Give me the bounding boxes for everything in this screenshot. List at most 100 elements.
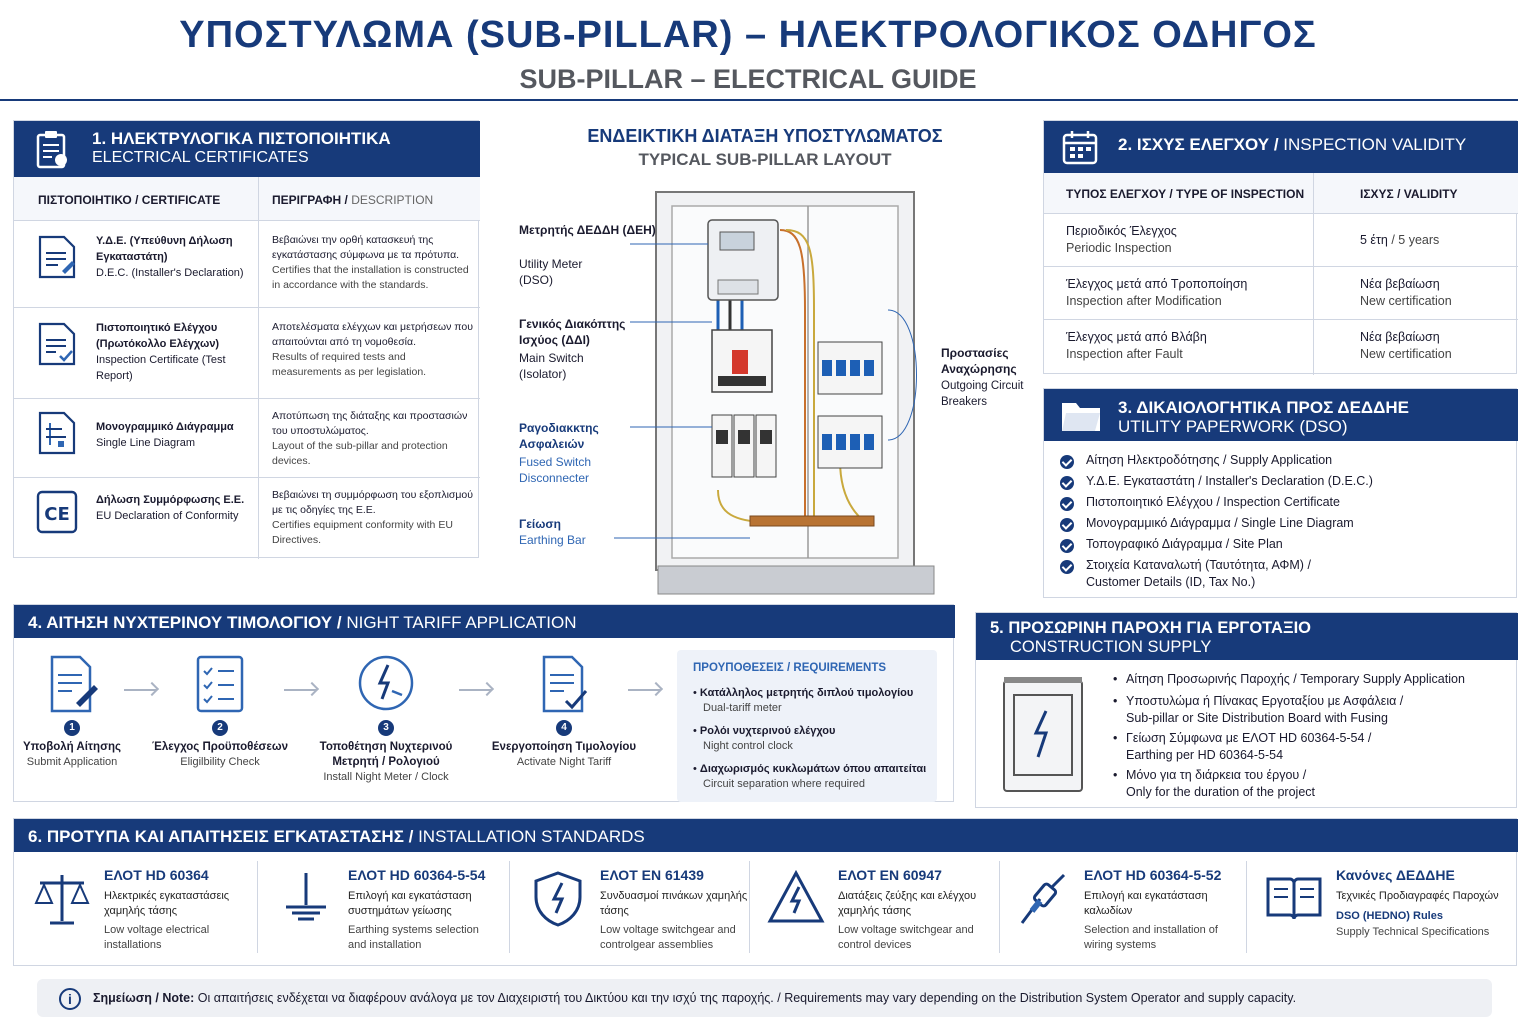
step-number: 4	[556, 720, 572, 736]
section-night-tariff-title-en: NIGHT TARIFF APPLICATION	[341, 613, 577, 632]
requirement-en: Circuit separation where required	[703, 778, 866, 790]
table-row: Πιστοποιητικό Ελέγχου (Πρωτόκολλο Ελέγχω…	[14, 308, 480, 399]
step-1: 1 Υποβολή Αίτησης Submit Application	[0, 653, 152, 770]
shield-bolt-icon	[534, 871, 582, 927]
col-description-en: DESCRIPTION	[347, 193, 434, 207]
requirements-title-gr: ΠΡΟΥΠΟΘΕΣΕΙΣ /	[693, 662, 791, 674]
cable-icon	[1020, 873, 1066, 924]
cert-name-gr: Μονογραμμικό Διάγραμμα	[96, 421, 234, 433]
standards-separator	[749, 861, 750, 953]
cert-name-gr: Υ.Δ.Ε. (Υπεύθυνη Δήλωση Εγκαταστάτη)	[96, 235, 233, 263]
col-description-gr: ΠΕΡΙΓΡΑΦΗ /	[272, 193, 348, 207]
layout-subtitle: TYPICAL SUB-PILLAR LAYOUT	[638, 150, 892, 169]
earth-icon	[286, 873, 326, 921]
section-construction-header: 5. ΠΡΟΣΩΡΙΝΗ ΠΑΡΟΧΗ ΓΙΑ ΕΡΓΟΤΑΞΙΟ CONSTR…	[976, 613, 1518, 660]
requirements-box: ΠΡΟΥΠΟΘΕΣΕΙΣ / REQUIREMENTS • Κατάλληλος…	[677, 650, 937, 802]
arrow-right-icon	[124, 689, 156, 691]
standard-desc-gr: Συνδυασμοί πινάκων χαμηλής τάσης	[600, 890, 748, 917]
col-description: ΠΕΡΙΓΡΑΦΗ / DESCRIPTION	[272, 193, 433, 207]
section-construction-supply: 5. ΠΡΟΣΩΡΙΝΗ ΠΑΡΟΧΗ ΓΙΑ ΕΡΓΟΤΑΞΙΟ CONSTR…	[975, 612, 1518, 808]
table-separator	[1313, 173, 1314, 375]
label-meter-gr: Μετρητής ΔΕΔΔΗ (ΔΕΗ)	[519, 223, 656, 237]
document-check-icon	[38, 322, 76, 366]
construction-item: Υποστυλώμα ή Πίνακας Εργοταξίου με Ασφάλ…	[1113, 693, 1404, 727]
paperwork-item: Τοπογραφικό Διάγραμμα / Site Plan	[1086, 537, 1283, 551]
standard-code: ΕΛΟΤ HD 60364-5-54	[348, 867, 486, 883]
step-label-en: Eligilbility Check	[180, 756, 260, 768]
inspection-type-en: Inspection after Modification	[1066, 294, 1222, 308]
book-icon	[1266, 877, 1322, 920]
label-main-switch-gr: Γενικός Διακόπτης Ισχύος (ΔΔΙ)	[519, 317, 626, 347]
col-inspection-type: ΤΥΠΟΣ ΕΛΕΓΧΟΥ / TYPE OF INSPECTION	[1066, 187, 1305, 201]
label-fuse-en: Fused Switch Disconnecter	[519, 455, 592, 485]
requirements-title-en: REQUIREMENTS	[790, 662, 887, 674]
cert-name: Υ.Δ.Ε. (Υπεύθυνη Δήλωση Εγκαταστάτη)D.E.…	[96, 233, 256, 281]
section-inspection-title: 2. ΙΣΧΥΣ ΕΛΕΓΧΟΥ /	[1118, 135, 1279, 154]
section-installation-standards: 6. ΠΡΟΤΥΠΑ ΚΑΙ ΑΠΑΙΤΗΣΕΙΣ ΕΓΚΑΤΑΣΤΑΣΗΣ /…	[13, 818, 1518, 966]
inspection-type-gr: Περιοδικός Έλεγχος	[1066, 224, 1177, 238]
outgoing-breakers	[817, 341, 883, 469]
cert-name: Πιστοποιητικό Ελέγχου (Πρωτόκολλο Ελέγχω…	[96, 320, 256, 384]
validity-en: New certification	[1360, 294, 1452, 308]
footer-note: Σημείωση / Note: Οι απαιτήσεις ενδέχεται…	[37, 979, 1492, 1017]
cert-desc-en: Certifies equipment conformity with EU D…	[272, 519, 453, 546]
check-icon	[1060, 539, 1074, 553]
construction-item-line1: Αίτηση Προσωρινής Παροχής / Temporary Su…	[1126, 672, 1465, 686]
standard-code: Κανόνες ΔΕΔΔΗΕ	[1336, 867, 1455, 883]
calendar-icon	[1062, 131, 1098, 165]
step-number: 3	[378, 720, 394, 736]
section-night-tariff: 4. ΑΙΤΗΣΗ ΝΥΧΤΕΡΙΝΟΥ ΤΙΜΟΛΟΓΙΟΥ / NIGHT …	[13, 604, 955, 802]
sub-pillar-illustration	[614, 191, 935, 595]
step-label-gr: Υποβολή Αίτησης	[23, 741, 121, 753]
cert-name-gr: Δήλωση Συμμόρφωσης Ε.Ε.	[96, 494, 245, 506]
paperwork-item: Πιστοποιητικό Ελέγχου / Inspection Certi…	[1086, 495, 1340, 509]
standard-desc-en: Low voltage electrical installations	[104, 924, 210, 951]
note-text: Οι απαιτήσεις ενδέχεται να διαφέρουν ανά…	[194, 991, 1297, 1005]
label-protection-gr: Προστασίες Αναχώρησης	[941, 346, 1017, 376]
check-icon	[1060, 476, 1074, 490]
paperwork-item: Στοιχεία Καταναλωτή (Ταυτότητα, ΑΦΜ) /	[1086, 558, 1311, 572]
step-label-gr: Τοποθέτηση Νυχτερινού Μετρητή / Ρολογιού	[319, 741, 453, 768]
check-icon	[1060, 518, 1074, 532]
validity-en: New certification	[1360, 347, 1452, 361]
table-row: CE Δήλωση Συμμόρφωσης Ε.Ε. EU Declaration…	[14, 478, 480, 559]
cert-desc-gr: Αποτύπωση της διάταξης και προστασιών το…	[272, 410, 468, 437]
document-pen-icon	[50, 655, 98, 713]
section-paperwork-header: 3. ΔΙΚΑΙΟΛΟΓΗΤΙΚΑ ΠΡΟΣ ΔΕΔΔΗΕ UTILITY PA…	[1044, 389, 1518, 441]
standards-separator	[257, 861, 258, 953]
arrow-right-icon	[628, 689, 660, 691]
section-night-tariff-header: 4. ΑΙΤΗΣΗ ΝΥΧΤΕΡΙΝΟΥ ΤΙΜΟΛΟΓΙΟΥ / NIGHT …	[14, 605, 955, 638]
cert-name-en: Single Line Diagram	[96, 437, 196, 449]
checklist-icon	[196, 655, 244, 713]
svg-text:CE: CE	[44, 504, 70, 525]
construction-item: Μόνο για τη διάρκεια του έργου /Only for…	[1113, 767, 1315, 801]
construction-item-line1: Υποστυλώμα ή Πίνακας Εργοταξίου με Ασφάλ…	[1126, 694, 1404, 708]
cert-name-en: EU Declaration of Conformity	[96, 510, 239, 522]
standard-desc-en: Low voltage switchgear and controlgear a…	[600, 924, 736, 951]
label-fuse-gr: Ραγοδιακκτης Ασφαλειών	[519, 421, 599, 451]
paperwork-item: Υ.Δ.Ε. Εγκαταστάτη / Installer's Declara…	[1086, 474, 1373, 488]
section-certificates-title: 1. ΗΛΕΚΤΡΥΛΟΓΙΚΑ ΠΙΣΤΟΠΟΙΗΤΙΚΑ	[92, 129, 391, 148]
requirement-gr: Ρολόι νυχτερινού ελέγχου	[699, 725, 836, 737]
section-construction-subtitle: CONSTRUCTION SUPPLY	[1010, 638, 1212, 656]
validity-en: / 5 years	[1387, 233, 1440, 247]
label-earthing-en: Earthing Bar	[519, 533, 586, 547]
single-line-diagram-icon	[38, 411, 76, 455]
section-certificates-subtitle: ELECTRICAL CERTIFICATES	[92, 149, 309, 166]
section-utility-paperwork: 3. ΔΙΚΑΙΟΛΟΓΗΤΙΚΑ ΠΡΟΣ ΔΕΔΔΗΕ UTILITY PA…	[1043, 388, 1518, 598]
standard-desc-en: Selection and installation of wiring sys…	[1084, 924, 1218, 951]
cert-desc: Βεβαιώνει την ορθή κατασκευή της εγκατάσ…	[272, 233, 477, 293]
step-2: 2 Έλεγχος Προϋποθέσεων Eligilbility Chec…	[140, 653, 300, 770]
standard-code: ΕΛΟΤ HD 60364	[104, 867, 209, 883]
section-standards-title-en: INSTALLATION STANDARDS	[413, 827, 645, 846]
section-standards-header: 6. ΠΡΟΤΥΠΑ ΚΑΙ ΑΠΑΙΤΗΣΕΙΣ ΕΓΚΑΤΑΣΤΑΣΗΣ /…	[14, 819, 1518, 852]
label-meter-en: Utility Meter (DSO)	[519, 257, 583, 287]
section-construction-title: 5. ΠΡΟΣΩΡΙΝΗ ΠΑΡΟΧΗ ΓΙΑ ΕΡΓΟΤΑΞΙΟ	[990, 619, 1311, 637]
construction-item-line1: Γείωση Σύμφωνα με ΕΛΟΤ HD 60364-5-54 /	[1126, 731, 1372, 745]
